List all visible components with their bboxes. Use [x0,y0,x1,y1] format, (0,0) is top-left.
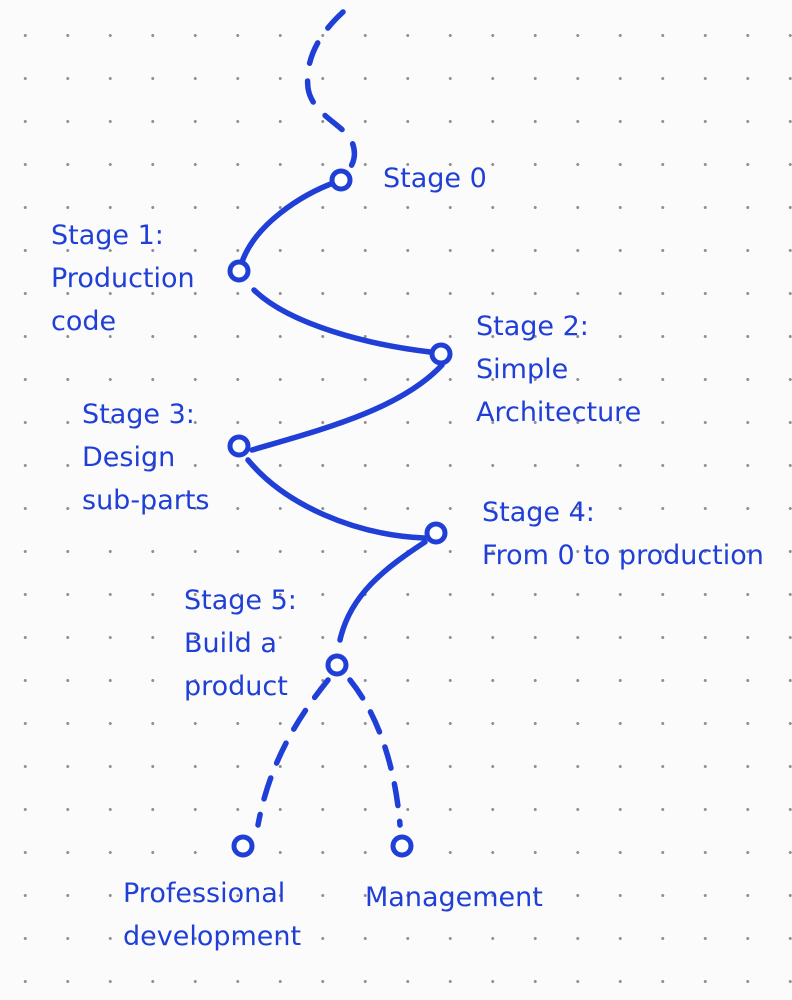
label-stage-5: Stage 5: Build a product [184,579,297,708]
label-line: sub-parts [82,485,210,516]
connector-1-2 [251,287,433,355]
label-branch-management: Management [365,876,543,919]
connector-4-5 [337,539,428,643]
label-line: Production [51,263,195,294]
label-branch-professional: Professional development [123,872,301,958]
connector-5-management-dashed [347,677,403,828]
label-line: development [123,921,302,952]
node-stage-0 [329,168,353,192]
label-line: Stage 2: [476,311,589,342]
node-professional [231,834,255,858]
connector-3-4 [245,457,427,541]
connector-start-dashed [304,9,358,171]
label-line: Stage 3: [82,399,195,430]
node-stage-4 [424,521,448,545]
node-stage-3 [227,434,251,458]
node-management [390,834,414,858]
label-stage-4: Stage 4: From 0 to production [482,491,764,577]
label-stage-3: Stage 3: Design sub-parts [82,393,210,522]
connector-2-3 [249,362,445,453]
label-line: Architecture [476,397,642,428]
label-line: Management [365,882,543,913]
connector-0-1 [239,179,339,265]
node-stage-2 [429,342,453,366]
node-stage-5 [325,653,349,677]
label-line: Stage 1: [51,220,164,251]
label-line: Simple [476,354,569,385]
node-stage-1 [227,259,251,283]
connector-5-professional-dashed [255,677,331,828]
label-line: Stage 5: [184,585,297,616]
label-line: Stage 4: [482,497,595,528]
label-stage-2: Stage 2: Simple Architecture [476,305,641,434]
label-line: Professional [123,878,286,909]
label-line: Design [82,442,176,473]
label-line: Build a [184,628,277,659]
label-line: From 0 to production [482,540,764,571]
label-stage-0: Stage 0 [383,157,487,200]
label-stage-1: Stage 1: Production code [51,214,195,343]
label-line: code [51,306,117,337]
label-line: Stage 0 [383,163,487,194]
label-line: product [184,671,288,702]
